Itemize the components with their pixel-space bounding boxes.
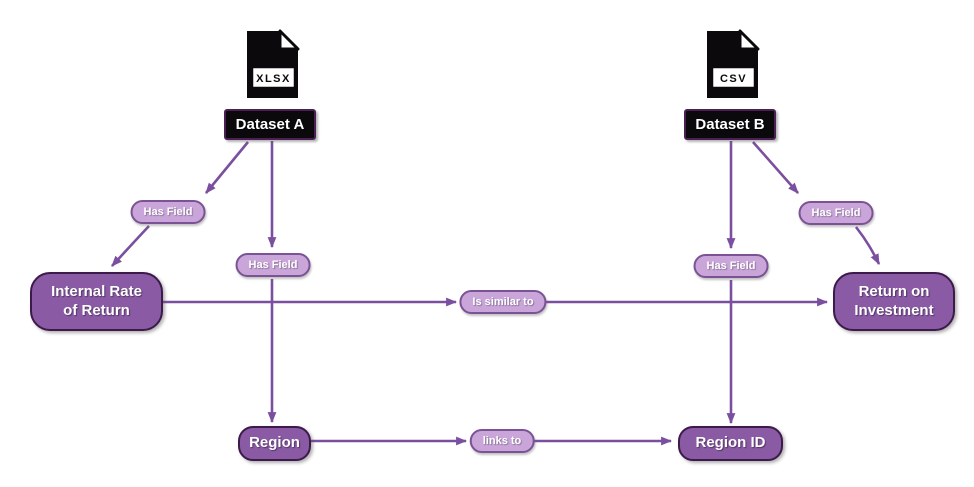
node-region-id-label: Region ID [695, 434, 766, 452]
node-region-id[interactable]: Region ID [678, 426, 783, 461]
edge-a-hasfield-irr-seg1 [204, 141, 250, 194]
edge-label-links-to[interactable]: links to [469, 429, 535, 453]
edge-label-hasfield-b-roi[interactable]: Has Field [798, 201, 874, 225]
edge-b-hasfield-roi-seg1 [752, 141, 799, 194]
node-dataset-a[interactable]: Dataset A [224, 109, 316, 140]
node-roi-label-line1: Return on [858, 282, 930, 300]
node-dataset-b-label: Dataset B [695, 116, 765, 133]
node-internal-rate-of-return[interactable]: Internal Rate of Return [30, 272, 163, 331]
node-dataset-b[interactable]: Dataset B [684, 109, 776, 140]
edge-label-hasfield-a-irr[interactable]: Has Field [130, 200, 206, 224]
node-return-on-investment[interactable]: Return on Investment [833, 272, 955, 331]
edge-label-hasfield-a-region[interactable]: Has Field [235, 253, 311, 277]
node-region[interactable]: Region [238, 426, 311, 461]
node-dataset-a-label: Dataset A [235, 116, 305, 133]
edge-a-hasfield-irr-seg2 [111, 225, 150, 267]
edge-label-is-similar-to[interactable]: Is similar to [459, 290, 547, 314]
edge-b-hasfield-roi-seg2 [854, 226, 881, 265]
edge-label-hasfield-b-regionid[interactable]: Has Field [693, 254, 769, 278]
node-region-label: Region [249, 434, 300, 452]
node-irr-label-line1: Internal Rate [51, 282, 142, 300]
node-irr-label-line2: of Return [63, 301, 130, 319]
node-roi-label-line2: Investment [854, 301, 934, 319]
